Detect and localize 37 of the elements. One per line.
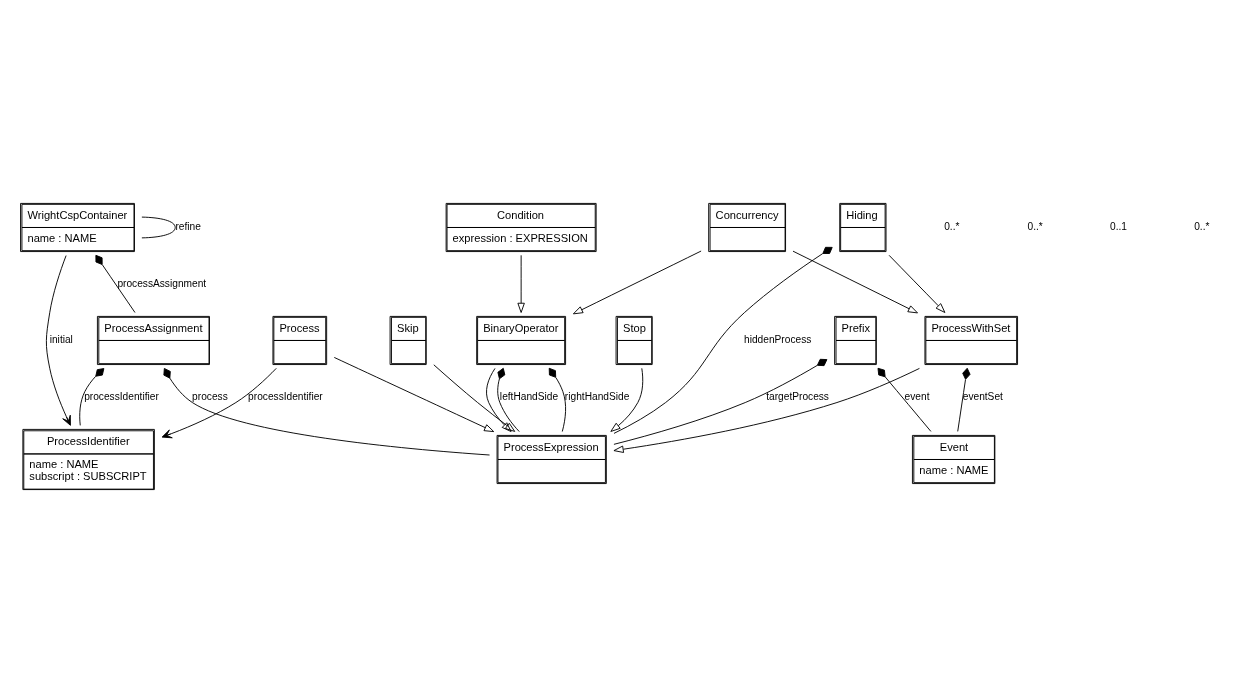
- label: 0..1: [1110, 221, 1127, 233]
- connector: [877, 367, 932, 432]
- label: 0..*: [1194, 221, 1210, 233]
- edge-label: process: [192, 390, 228, 402]
- connector: [95, 254, 136, 313]
- edge-label: hiddenProcess: [744, 334, 812, 346]
- arrow: [45, 255, 71, 426]
- connector: [79, 368, 105, 426]
- connector: [613, 358, 828, 445]
- edge-label: initial: [49, 334, 73, 346]
- connector: [957, 367, 971, 432]
- arrow: [161, 367, 277, 439]
- edge-label: processAssignment: [117, 277, 207, 289]
- arrow: [333, 357, 495, 433]
- edge-label: eventSet: [962, 390, 1003, 402]
- edge-label: event: [904, 390, 930, 402]
- connector: [613, 246, 833, 434]
- edge-label: processIdentifier: [84, 390, 159, 402]
- arrow: [792, 250, 918, 314]
- connector: [497, 367, 520, 433]
- arrow: [486, 367, 512, 433]
- arrow: [572, 250, 702, 315]
- arrow: [613, 367, 920, 453]
- arrow: [433, 364, 516, 432]
- arrow: [888, 254, 946, 313]
- label: 0..*: [944, 221, 960, 233]
- edge-label: refine: [175, 221, 201, 233]
- connector: [141, 216, 176, 239]
- arrow: [517, 254, 525, 313]
- connector: [163, 368, 490, 456]
- label: 0..*: [1027, 221, 1043, 233]
- edge-label: rightHandSide: [564, 390, 630, 402]
- edge-label: targetProcess: [766, 390, 829, 402]
- edge-label: leftHandSide: [499, 390, 559, 402]
- arrow: [610, 367, 644, 432]
- connector: [548, 367, 567, 432]
- edge-label: processIdentifier: [248, 390, 323, 402]
